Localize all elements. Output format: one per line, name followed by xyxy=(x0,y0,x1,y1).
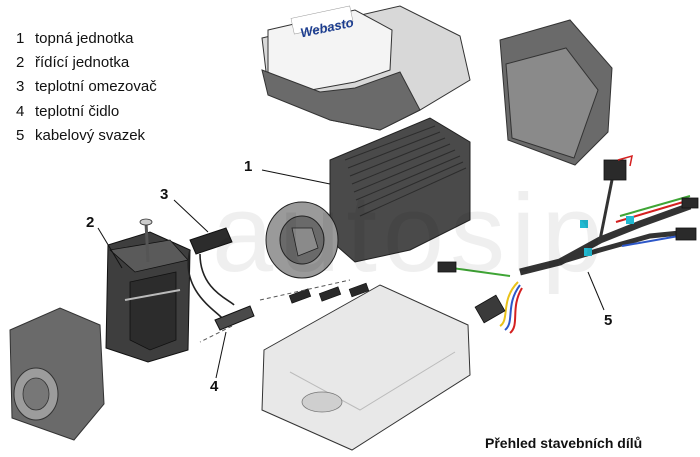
legend-item: 5 kabelový svazek xyxy=(16,124,157,148)
cable-harness xyxy=(437,154,699,334)
connectors xyxy=(259,279,370,304)
legend-label: topná jednotka xyxy=(35,30,134,47)
legend-label: teplotní omezovač xyxy=(35,78,157,96)
legend-item: 2 řídící jednotka xyxy=(16,51,157,75)
legend-label: teplotní čidlo xyxy=(35,102,120,120)
legend-number: 2 xyxy=(16,54,25,72)
diagram-caption: Přehled stavebních dílů xyxy=(485,435,643,451)
upper-cover xyxy=(261,5,471,131)
callout-2: 2 xyxy=(86,214,95,231)
temperature-limiter xyxy=(187,227,235,319)
callout-5: 5 xyxy=(604,312,613,329)
legend-item: 4 teplotní čidlo xyxy=(16,100,157,124)
legend-label: řídící jednotka xyxy=(35,54,130,72)
callout-1: 1 xyxy=(244,158,253,175)
control-unit xyxy=(105,231,191,363)
callout-3: 3 xyxy=(160,186,169,203)
right-cover xyxy=(499,19,613,166)
parts-legend: 1 topná jednotka 2 řídící jednotka 3 teplot… xyxy=(16,27,157,148)
legend-number: 5 xyxy=(16,126,25,144)
leader-lines xyxy=(97,169,605,379)
screw xyxy=(139,218,153,263)
legend-item: 3 teplotní omezovač xyxy=(16,75,157,99)
left-cover xyxy=(9,307,105,441)
heating-unit xyxy=(265,117,471,279)
legend-number: 4 xyxy=(16,102,25,120)
legend-item: 1 topná jednotka xyxy=(16,27,157,51)
lower-cover xyxy=(261,284,471,451)
watermark: autosip xyxy=(212,172,609,295)
legend-number: 3 xyxy=(16,78,25,96)
legend-label: kabelový svazek xyxy=(35,126,146,144)
legend-number: 1 xyxy=(16,30,25,47)
temperature-sensor xyxy=(199,305,255,343)
callout-4: 4 xyxy=(210,378,219,395)
